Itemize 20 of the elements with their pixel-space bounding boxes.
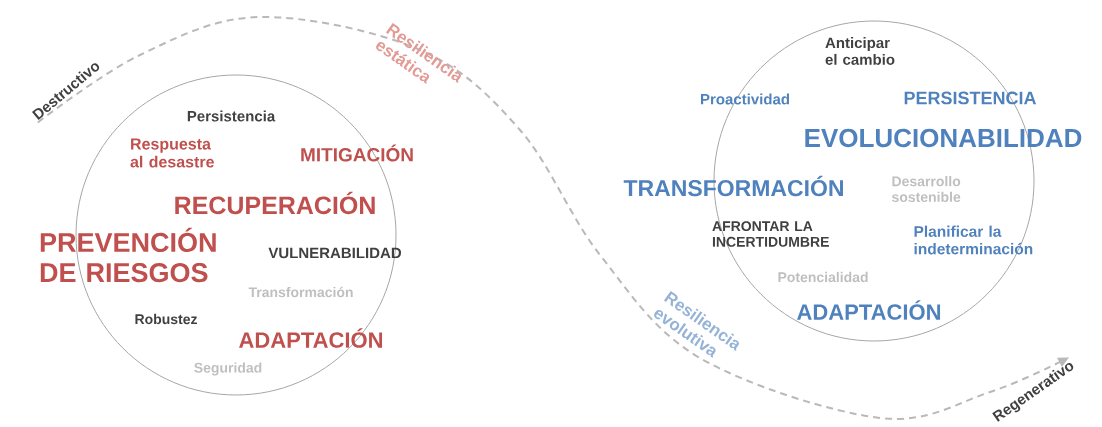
keyword: ADAPTACIÓN [797,300,941,320]
keyword: ADAPTACIÓN [239,328,383,348]
keyword: Robustez [135,313,197,325]
keyword: Transformación [248,286,353,298]
keyword: Proactividad [701,93,790,105]
keyword: TRANSFORMACIÓN [623,175,843,197]
keyword: PREVENCIÓN DE RIESGOS [40,227,216,283]
keyword: MITIGACIÓN [301,144,413,162]
keyword: Desarrollo sostenible [892,176,961,202]
keyword: Planificar la indeterminación [914,225,1033,255]
keyword: Respuesta al desastre [130,138,214,168]
keyword: Persistencia [187,110,276,122]
keyword: AFRONTAR LA INCERTIDUMBRE [712,221,829,247]
keyword: Potencialidad [778,271,868,283]
keyword: RECUPERACIÓN [175,191,375,215]
keyword: PERSISTENCIA [904,91,1037,105]
keyword: EVOLUCIONABILIDAD [805,128,1082,148]
keyword: Seguridad [194,362,262,376]
keyword: Anticipar el cambio [825,37,895,65]
keyword: VULNERABILIDAD [268,247,402,259]
